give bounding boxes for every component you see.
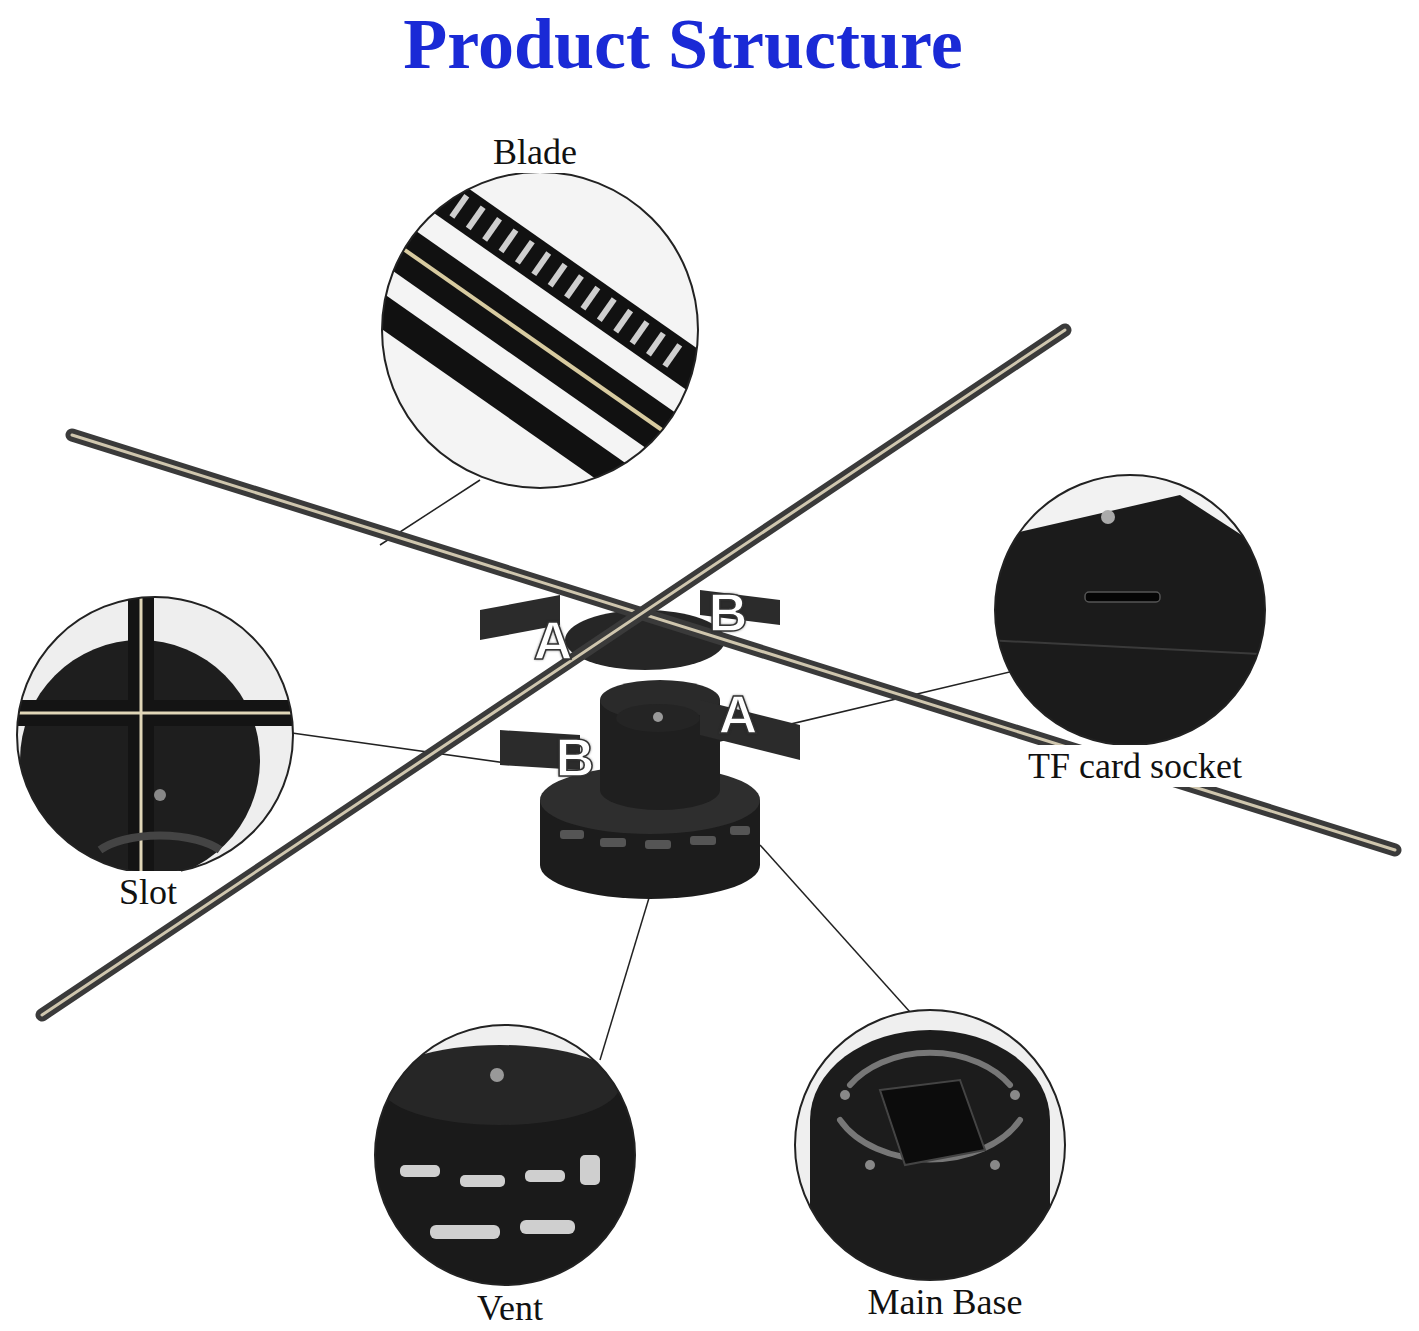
- part-label: Slot: [115, 871, 181, 913]
- assembly-marker: B: [556, 726, 595, 788]
- assembly-marker: B: [709, 581, 748, 643]
- part-label: TF card socket: [1024, 745, 1246, 787]
- part-label: Blade: [489, 131, 581, 173]
- part-label: Vent: [473, 1287, 547, 1329]
- assembly-marker: A: [534, 609, 573, 671]
- part-label: Main Base: [864, 1281, 1027, 1323]
- assembly-marker: A: [719, 683, 758, 745]
- diagram-title: Product Structure: [403, 3, 962, 86]
